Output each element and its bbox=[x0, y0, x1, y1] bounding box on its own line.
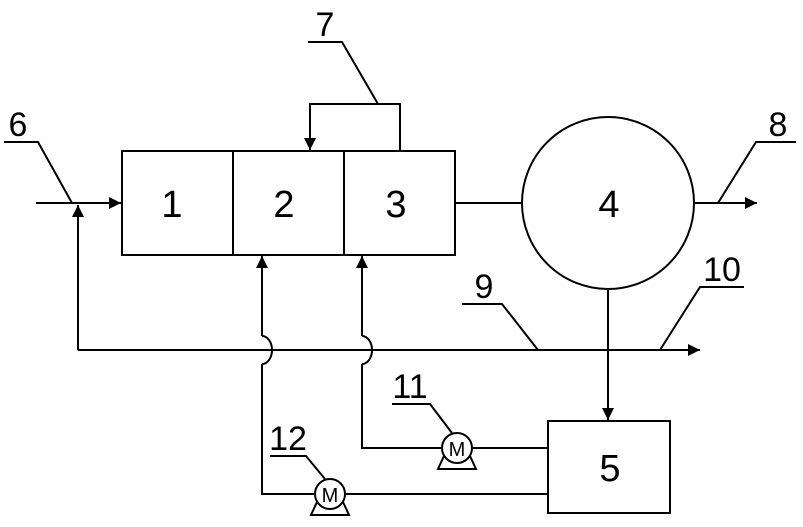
unit-1-label: 1 bbox=[161, 184, 182, 226]
label-11: 11 bbox=[392, 368, 427, 406]
leader-12 bbox=[270, 455, 326, 480]
leader-6 bbox=[4, 141, 73, 204]
label-10: 10 bbox=[703, 251, 741, 289]
leader-8 bbox=[717, 141, 796, 204]
label-6: 6 bbox=[9, 106, 28, 144]
pump-12-line-left bbox=[261, 364, 315, 495]
unit-4-label: 4 bbox=[598, 184, 619, 226]
pump-11-line-left bbox=[361, 364, 442, 449]
unit-3-label: 3 bbox=[385, 184, 406, 226]
pump-12-base bbox=[309, 501, 351, 516]
pump-11-symbol: M bbox=[449, 439, 466, 461]
leader-10 bbox=[659, 286, 744, 351]
pump-11-circle bbox=[441, 432, 473, 464]
pump-11-base bbox=[436, 455, 478, 470]
pump-12-circle bbox=[314, 478, 346, 510]
unit-5-label: 5 bbox=[599, 448, 620, 490]
label-9: 9 bbox=[475, 268, 494, 306]
label-12: 12 bbox=[269, 420, 307, 458]
unit-5-box bbox=[547, 420, 671, 514]
unit-2-label: 2 bbox=[273, 184, 294, 226]
leader-7 bbox=[308, 41, 379, 105]
crossover-hop-11 bbox=[361, 335, 373, 365]
leader-11 bbox=[392, 403, 453, 434]
leader-9 bbox=[462, 303, 539, 351]
label-7: 7 bbox=[316, 6, 335, 44]
pump-12-symbol: M bbox=[322, 485, 339, 507]
label-8: 8 bbox=[769, 106, 788, 144]
internal-recycle-line bbox=[304, 103, 401, 151]
crossover-hop-12 bbox=[261, 335, 273, 365]
